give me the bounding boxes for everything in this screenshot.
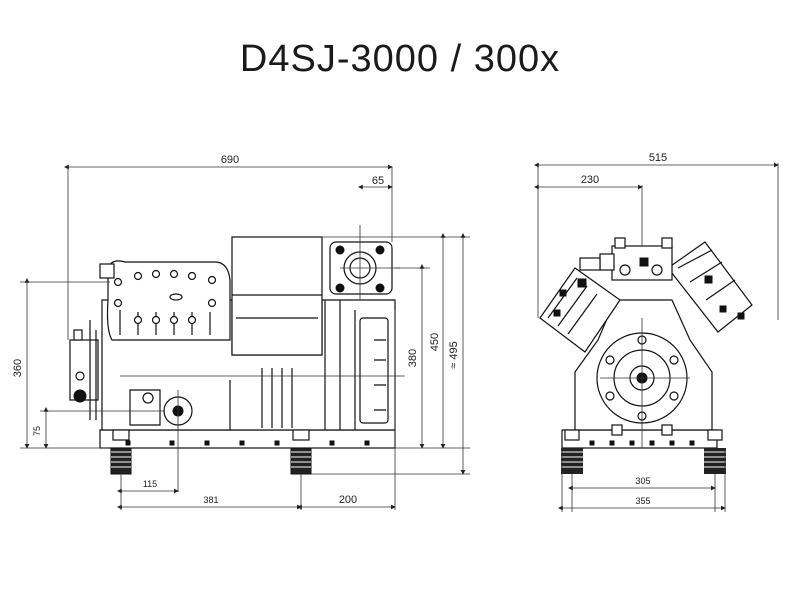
- dim-foot-spacing: 381: [203, 495, 218, 505]
- side-service-valve: [99, 263, 115, 279]
- side-motor-housing: [359, 317, 389, 424]
- dim-top-offset: 65: [372, 175, 384, 187]
- dim-foot-span-355: 355: [635, 496, 650, 506]
- side-oil-pump: [69, 320, 99, 420]
- side-case-fins: [261, 368, 293, 428]
- dim-foot-span-305: 305: [635, 476, 650, 486]
- dim-height-450: 450: [429, 333, 441, 351]
- side-motor-ribs: [324, 300, 356, 430]
- end-head-right: [667, 241, 753, 333]
- dim-overall-height: 360: [12, 359, 24, 377]
- end-spring-foot-right: [704, 429, 726, 474]
- dim-overall-width: 515: [649, 152, 667, 164]
- side-view: 690 65 360 75 115 381 200 380: [12, 154, 470, 510]
- dim-foot-to-center: 115: [143, 479, 157, 489]
- side-motor-bolts: [374, 339, 386, 411]
- dim-height-495: ≈ 495: [448, 341, 460, 368]
- side-base-plate: [99, 429, 396, 449]
- dim-width-230: 230: [581, 174, 599, 186]
- dim-foot-height: 75: [32, 426, 42, 436]
- drawing-title: D4SJ-3000 / 300x: [239, 38, 561, 80]
- side-spring-foot-front: [110, 429, 132, 475]
- dim-overall-length: 690: [221, 154, 239, 166]
- side-base-bolts: [125, 440, 370, 446]
- side-terminal-box: [231, 236, 323, 356]
- side-head-bolts: [113, 269, 217, 325]
- end-suction-valve: [579, 237, 673, 281]
- side-spring-foot-rear: [290, 429, 312, 475]
- dim-rear-overhang: 200: [339, 494, 357, 506]
- dim-height-380: 380: [407, 349, 419, 367]
- end-spring-foot-left: [561, 429, 583, 474]
- end-base-bolts: [589, 440, 695, 446]
- end-head-left: [539, 267, 621, 353]
- end-view: 515 230 305 355: [534, 152, 779, 512]
